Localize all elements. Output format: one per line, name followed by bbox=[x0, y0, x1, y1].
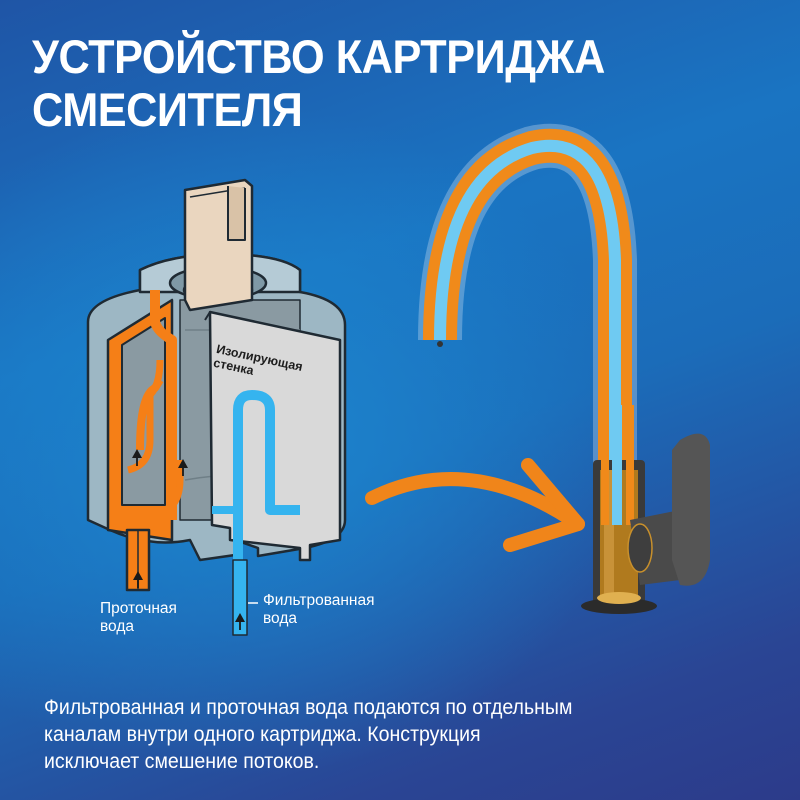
filtered-water-label-line2: вода bbox=[263, 610, 298, 627]
cartridge-cutaway-illustration bbox=[86, 178, 347, 636]
filtered-water-label: Фильтрованная вода bbox=[263, 592, 375, 628]
flow-water-label-line1: Проточная bbox=[100, 600, 177, 617]
description-text: Фильтрованная и проточная вода подаются … bbox=[44, 694, 732, 775]
description-line-3: исключает смешение потоков. bbox=[44, 750, 320, 773]
filtered-water-label-line1: Фильтрованная bbox=[263, 592, 375, 609]
description-line-1: Фильтрованная и проточная вода подаются … bbox=[44, 696, 573, 719]
page-title: Устройство картриджа смесителя bbox=[32, 30, 605, 136]
curved-arrow-icon bbox=[365, 458, 585, 552]
title-line-2: смесителя bbox=[32, 83, 303, 136]
flow-water-label: Проточная вода bbox=[100, 600, 177, 636]
description-line-2: каналам внутри одного картриджа. Констру… bbox=[44, 723, 481, 746]
flow-water-label-line2: вода bbox=[100, 618, 135, 635]
faucet-illustration bbox=[418, 123, 710, 614]
title-line-1: Устройство картриджа bbox=[32, 30, 605, 83]
